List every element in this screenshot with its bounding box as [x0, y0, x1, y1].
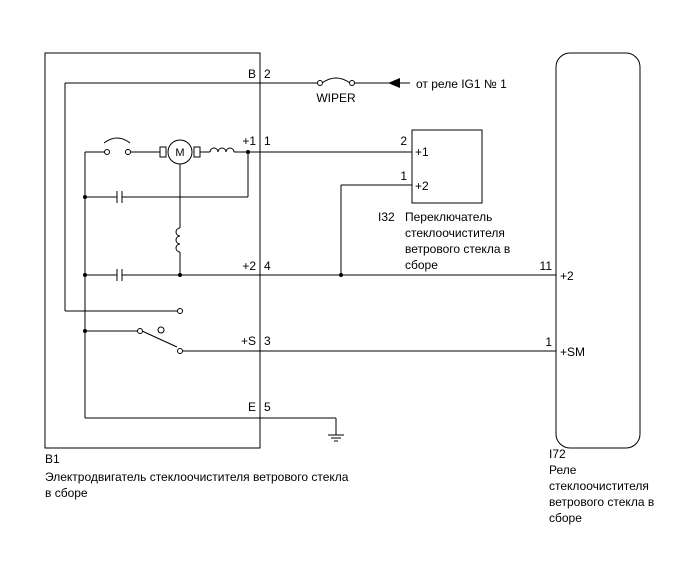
- switch-name-line2: стеклоочистителя: [405, 226, 505, 240]
- source-label: от реле IG1 № 1: [416, 77, 507, 91]
- terminal-plus2-pin: 4: [264, 259, 271, 273]
- switch-name-line1: Переключатель: [405, 210, 492, 224]
- cam-switch-blade: [141, 330, 178, 348]
- switch-pin-plus1-number: 2: [400, 134, 407, 148]
- relay-pin-plus2-label: +2: [560, 269, 574, 283]
- motor-id: B1: [45, 452, 60, 466]
- motor-symbol-label: M: [175, 147, 184, 159]
- terminal-e-pin: 5: [264, 400, 271, 414]
- motor-name-line2: в сборе: [45, 486, 88, 500]
- terminal-plus2-label: +2: [242, 259, 256, 273]
- coil-plus2: [175, 227, 181, 253]
- source-arrow: [388, 78, 400, 88]
- breaker-terminal-left: [104, 149, 110, 155]
- motor-brush-left: [159, 146, 167, 158]
- coil-plus1: [209, 147, 235, 153]
- switch-id: I32: [378, 210, 395, 224]
- motor-name-line1: Электродвигатель стеклоочистителя ветров…: [45, 470, 349, 484]
- relay-box: [555, 52, 641, 449]
- terminal-b-label: B: [248, 67, 256, 81]
- relay-name-line3: ветрового стекла в: [549, 495, 654, 509]
- fuse-symbol: [321, 77, 351, 84]
- relay-pin-plus-sm-label: +SM: [560, 345, 585, 359]
- relay-id: I72: [549, 447, 566, 461]
- fuse-terminal-left: [317, 80, 323, 86]
- relay-name-line1: Реле: [549, 463, 577, 477]
- switch-name-line4: сборе: [405, 258, 438, 272]
- switch-box: [411, 129, 483, 204]
- motor-box: [44, 52, 261, 449]
- switch-pin-plus2-number: 1: [400, 169, 407, 183]
- relay-name-line2: стеклоочистителя: [549, 479, 649, 493]
- terminal-plus1-label: +1: [242, 134, 256, 148]
- terminal-plus1-pin: 1: [264, 134, 271, 148]
- relay-name-line4: сборе: [549, 511, 582, 525]
- junction-plus2-motor: [178, 273, 182, 277]
- terminal-plus-s-pin: 3: [264, 334, 271, 348]
- cam-pivot: [157, 326, 165, 334]
- cam-terminal-left: [137, 328, 143, 334]
- cam-terminal-right: [177, 348, 183, 354]
- breaker-symbol: [103, 137, 131, 144]
- terminal-plus-s-label: +S: [241, 334, 256, 348]
- breaker-terminal-right: [125, 149, 131, 155]
- fuse-terminal-right: [349, 80, 355, 86]
- fuse-label: WIPER: [316, 91, 356, 105]
- switch-pin-plus1-label: +1: [415, 145, 429, 159]
- terminal-b-pin: 2: [264, 67, 271, 81]
- relay-pin-plus2-number: 11: [540, 259, 553, 273]
- terminal-e-label: E: [248, 400, 256, 414]
- switch-name-line3: ветрового стекла в: [405, 242, 510, 256]
- switch-pin-plus2-label: +2: [415, 179, 429, 193]
- park-contact-terminal: [177, 308, 183, 314]
- motor-brush-right: [193, 146, 201, 158]
- relay-pin-plus-sm-number: 1: [545, 335, 552, 349]
